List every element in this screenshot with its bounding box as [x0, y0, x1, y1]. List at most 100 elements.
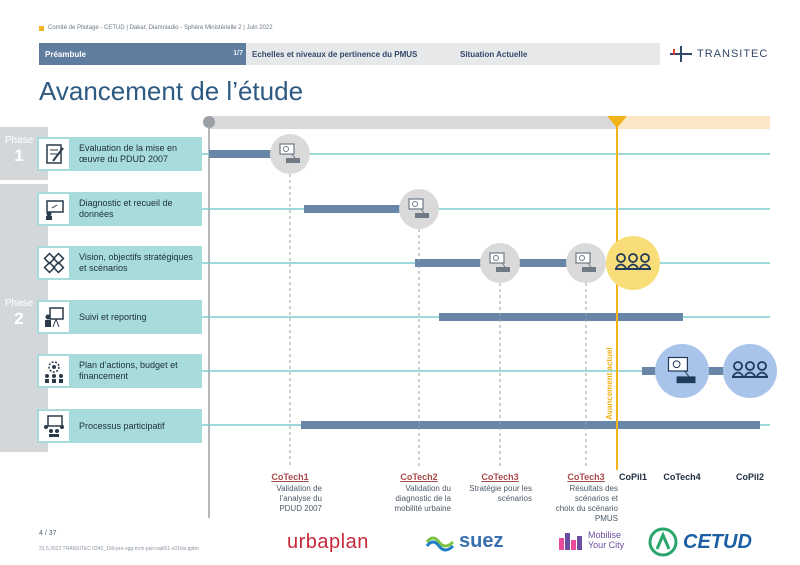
screen-shape: [408, 198, 424, 210]
suez-logo-text: suez: [459, 530, 504, 552]
pointer-line: [501, 262, 506, 268]
tab-preambule[interactable]: Préambule 1/7: [39, 43, 246, 65]
person-body: [639, 263, 651, 269]
bullet-icon: [39, 25, 44, 31]
people-group-icon: [615, 253, 651, 270]
tab-preambule-label: Préambule: [45, 50, 86, 59]
activity-diagnostic: Diagnostic et recueil de données: [37, 192, 202, 226]
chart-glyph: [579, 255, 585, 261]
milestone-copil2: [723, 344, 777, 398]
person-head: [616, 253, 626, 263]
activity-label: Processus participatif: [79, 420, 165, 431]
milestone-cotech3: [480, 243, 520, 283]
phase-1-label: Phase 1: [0, 135, 38, 166]
brand-name: TRANSITEC: [697, 48, 769, 60]
activity-label: Suivi et reporting: [79, 311, 147, 322]
pointer-line: [420, 208, 425, 214]
document-pen-icon: [37, 137, 71, 171]
person-body: [615, 263, 627, 269]
milestone-circle: [606, 236, 660, 290]
city-skyline-icon: [559, 533, 582, 550]
chart-glyph: [493, 255, 499, 261]
activity-label: Evaluation de la mise en œuvre du PDUD 2…: [79, 143, 178, 164]
progress-label: Avancement actuel: [605, 347, 614, 420]
cetud-mark-icon: [648, 527, 678, 557]
screen-shape: [575, 252, 591, 264]
urbaplan-logo: urbaplan: [287, 531, 369, 554]
suez-mark-icon: [425, 536, 455, 551]
mobilise-logo-text: Mobilise Your City: [588, 530, 625, 550]
activity-bar-6: [301, 421, 760, 429]
tab-page-indicator: 1/7: [233, 50, 243, 57]
meeting-icon: [37, 409, 71, 443]
pointer-line: [291, 153, 296, 159]
person-body: [756, 371, 768, 377]
activity-bar-1: [209, 150, 282, 158]
meeting-screen-icon: [489, 252, 510, 272]
chart-glyph: [672, 360, 681, 369]
header-meta-text: Comité de Pilotage - CETUD | Dakar, Diam…: [48, 25, 273, 31]
milestone-cotech2: [399, 189, 439, 229]
milestone-description: Validation de l’analyse du PDUD 2007: [276, 484, 322, 513]
phase-1-number: 1: [14, 146, 24, 165]
milestone-code: CoPil1: [618, 472, 647, 482]
milestone-description: Résultats des scénarios et choix du scén…: [555, 484, 618, 523]
urbaplan-logo-text: urbaplan: [287, 531, 369, 553]
person-head: [640, 253, 650, 263]
progress-marker-icon: [607, 116, 627, 128]
meeting-screen-icon: [279, 143, 300, 163]
phase-2-word: Phase: [4, 298, 34, 309]
milestone-cotech4: [655, 344, 709, 398]
page-title: Avancement de l’étude: [39, 76, 304, 106]
footer-meta: 31.5.2022 TRANSITEC 0340_190-pre-sgg-mch…: [39, 546, 199, 552]
chart-glyph: [412, 201, 418, 207]
activity-label: Vision, objectifs stratégiques et scénar…: [79, 252, 193, 273]
easel-icon: [37, 300, 71, 334]
desk-shape: [496, 267, 510, 272]
person-body: [732, 371, 744, 377]
milestone-circle: [723, 344, 777, 398]
puzzle-icon: [37, 246, 71, 280]
desk-shape: [676, 376, 696, 384]
activity-bar-2: [304, 205, 412, 213]
presenter-icon: [37, 192, 71, 226]
transitec-logo: TRANSITEC: [670, 46, 768, 62]
milestone-code: CoTech3: [567, 472, 605, 482]
milestone-code: CoTech2: [400, 472, 438, 482]
milestone-cotech1: [270, 134, 310, 174]
activity-vision: Vision, objectifs stratégiques et scénar…: [37, 246, 202, 280]
cetud-logo-text: CETUD: [683, 530, 752, 553]
tab-situation-actuelle[interactable]: Situation Actuelle: [460, 50, 528, 59]
person-body: [627, 263, 639, 269]
milestone-code: CoTech1: [271, 472, 309, 482]
milestone-code: CoTech4: [663, 472, 701, 482]
gear-team-icon: [37, 354, 71, 388]
screen-shape: [667, 356, 688, 372]
milestone-copil1: [606, 236, 660, 290]
person-head: [745, 361, 755, 371]
section-navbar: Préambule 1/7 Echelles et niveaux de per…: [39, 43, 660, 65]
pointer-line: [587, 262, 592, 268]
desk-shape: [286, 158, 300, 163]
screen-shape: [279, 143, 295, 155]
tab-echelles[interactable]: Echelles et niveaux de pertinence du PMU…: [252, 50, 418, 59]
meeting-screen-icon: [408, 198, 429, 218]
phase-1-word: Phase: [4, 135, 34, 146]
person-head: [733, 361, 743, 371]
desk-shape: [582, 267, 596, 272]
suez-logo: suez: [425, 530, 503, 553]
transitec-mark-icon: [670, 46, 692, 62]
timeline-past-segment: [209, 116, 617, 129]
page-number: 4 / 37: [39, 530, 57, 537]
activity-label: Diagnostic et recueil de données: [79, 198, 173, 219]
timeline-start-marker: [203, 116, 215, 128]
people-group-icon: [732, 361, 768, 378]
activity-bar-4: [439, 313, 683, 321]
header-meta: Comité de Pilotage - CETUD | Dakar, Diam…: [39, 25, 273, 31]
person-head: [757, 361, 767, 371]
milestone-code: CoPil2: [735, 472, 764, 482]
milestone-code: CoTech3: [481, 472, 519, 482]
mobilise-your-city-logo: Mobilise Your City: [557, 528, 628, 552]
activity-evaluation: Evaluation de la mise en œuvre du PDUD 2…: [37, 137, 202, 171]
